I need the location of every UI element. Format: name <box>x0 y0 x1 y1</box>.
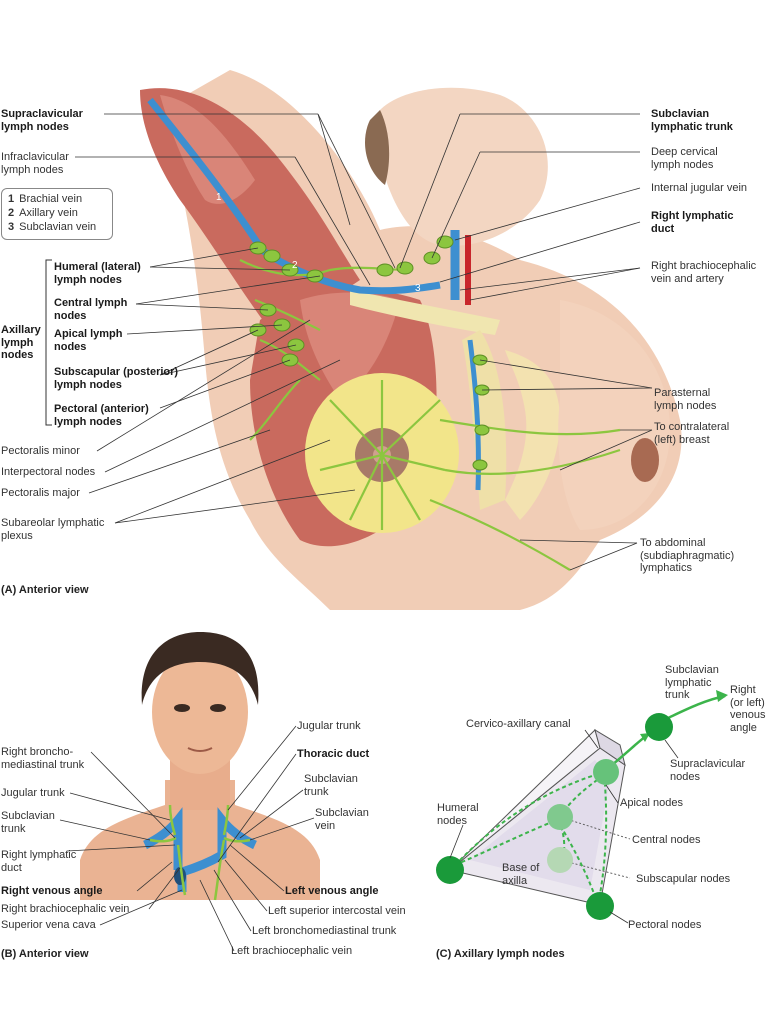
left-nipple <box>631 438 659 482</box>
label-c-central-nodes: Central nodes <box>632 834 701 846</box>
node-connectors-c <box>559 816 631 879</box>
label-supraclavicular-nodes: Supraclavicular lymph nodes <box>1 108 83 133</box>
face-b <box>152 650 248 774</box>
label-pectoralis-major: Pectoralis major <box>1 487 80 499</box>
label-subclavian-trunk: Subclavian lymphatic trunk <box>651 108 733 133</box>
axilla-pyramid-front <box>594 728 626 767</box>
node-pectoral <box>586 892 614 920</box>
mouth <box>187 747 213 752</box>
label-c-humeral-nodes: Humeral nodes <box>437 802 479 827</box>
venous-system-b <box>143 807 257 892</box>
leader-lines-c <box>449 729 679 924</box>
label-subclavian-trunk-right-side: Subclavian trunk <box>1 810 55 835</box>
arrow-to-supraclavicular <box>611 731 651 766</box>
label-c-venous-angle: Right (or left) venous angle <box>730 684 766 734</box>
panel-a-illustration: 1 2 3 <box>45 70 682 610</box>
label-c-subclavian-trunk: Subclavian lymphatic trunk <box>665 664 719 701</box>
panel-c-title: (C) Axillary lymph nodes <box>436 948 565 960</box>
label-subclavian-vein-b: Subclavian vein <box>315 807 369 832</box>
label-axillary-nodes: Axillary lymph nodes <box>1 324 41 361</box>
node-humeral <box>436 856 464 884</box>
label-right-venous-angle: Right venous angle <box>1 885 103 897</box>
lymph-trunks-b <box>149 804 251 901</box>
label-parasternal-nodes: Parasternal lymph nodes <box>654 387 717 412</box>
neck-b <box>170 740 230 810</box>
label-apical-nodes: Apical lymph nodes <box>54 328 123 353</box>
label-c-cervico-axillary-canal: Cervico-axillary canal <box>466 718 571 730</box>
label-c-base-of-axilla: Base of axilla <box>502 862 540 887</box>
label-jugular-trunk-left-side: Jugular trunk <box>297 720 361 732</box>
label-right-brachiocephalic-vein: Right brachiocephalic vein <box>1 903 130 915</box>
label-c-pectoral-nodes: Pectoral nodes <box>628 919 702 931</box>
chest-skin-b <box>80 780 320 900</box>
label-infraclavicular-nodes: Infraclavicular lymph nodes <box>1 151 69 176</box>
pectoralis-minor <box>300 292 400 400</box>
label-subclavian-trunk-left-side: Subclavian trunk <box>304 773 358 798</box>
label-left-brachiocephalic: Left brachiocephalic vein <box>231 945 353 957</box>
label-interpectoral-nodes: Interpectoral nodes <box>1 466 96 478</box>
panel-b-title: (B) Anterior view <box>1 948 89 960</box>
node-supraclavicular <box>645 713 673 741</box>
label-left-bronchomediastinal: Left bronchomediastinal trunk <box>252 925 397 937</box>
panel-a-title: (A) Anterior view <box>1 584 89 596</box>
label-left-superior-intercostal: Left superior intercostal vein <box>268 905 406 917</box>
label-jugular-trunk-right-side: Jugular trunk <box>1 787 65 799</box>
arm-muscle-shade <box>160 95 255 204</box>
label-deep-cervical-nodes: Deep cervical lymph nodes <box>651 146 718 171</box>
label-subscapular-nodes: Subscapular (posterior) lymph nodes <box>54 366 179 391</box>
vein-marker-2: 2 <box>292 260 298 271</box>
label-superior-vena-cava: Superior vena cava <box>1 919 96 931</box>
ribs <box>505 350 560 520</box>
label-c-supraclavicular-nodes: Supraclavicular nodes <box>670 758 746 783</box>
pyramid-inner-shade <box>470 760 610 890</box>
vein-marker-1: 1 <box>216 192 222 203</box>
label-right-bronchomediastinal: Right broncho- mediastinal trunk <box>1 746 85 771</box>
label-right-brachiocephalic: Right brachiocephalic vein and artery <box>651 260 757 285</box>
node-apical <box>593 759 619 785</box>
leader-lines-a <box>75 113 653 571</box>
label-c-apical-nodes: Apical nodes <box>620 797 683 809</box>
svc-opening <box>174 867 186 885</box>
label-pectoralis-minor: Pectoralis minor <box>1 445 80 457</box>
label-central-nodes: Central lymph nodes <box>54 297 128 322</box>
left-eye <box>174 704 190 712</box>
node-subscapular <box>547 847 573 873</box>
label-internal-jugular: Internal jugular vein <box>651 182 748 194</box>
label-subareolar-plexus: Subareolar lymphatic plexus <box>1 517 105 542</box>
axillary-bracket <box>45 259 52 426</box>
label-right-lymphatic-duct: Right lymphatic duct <box>651 210 734 235</box>
label-humeral-nodes: Humeral (lateral) lymph nodes <box>54 261 141 286</box>
label-right-lymphatic-duct-b: Right lymphatic duct <box>1 849 77 874</box>
axilla-pyramid-face <box>449 729 601 871</box>
label-contralateral-breast: To contralateral (left) breast <box>654 421 730 446</box>
label-abdominal-lymphatics: To abdominal (subdiaphragmatic) lymphati… <box>640 537 735 574</box>
label-left-venous-angle: Left venous angle <box>285 885 379 897</box>
label-thoracic-duct: Thoracic duct <box>297 748 370 760</box>
right-eye <box>210 704 226 712</box>
node-central <box>547 804 573 830</box>
vein-marker-3: 3 <box>415 283 421 294</box>
hair <box>365 110 390 185</box>
label-pectoral-nodes: Pectoral (anterior) lymph nodes <box>54 403 149 428</box>
label-c-subscapular-nodes: Subscapular nodes <box>636 873 731 885</box>
hair-b <box>141 632 259 705</box>
neck-skin <box>380 87 548 246</box>
clavicle <box>350 290 500 335</box>
